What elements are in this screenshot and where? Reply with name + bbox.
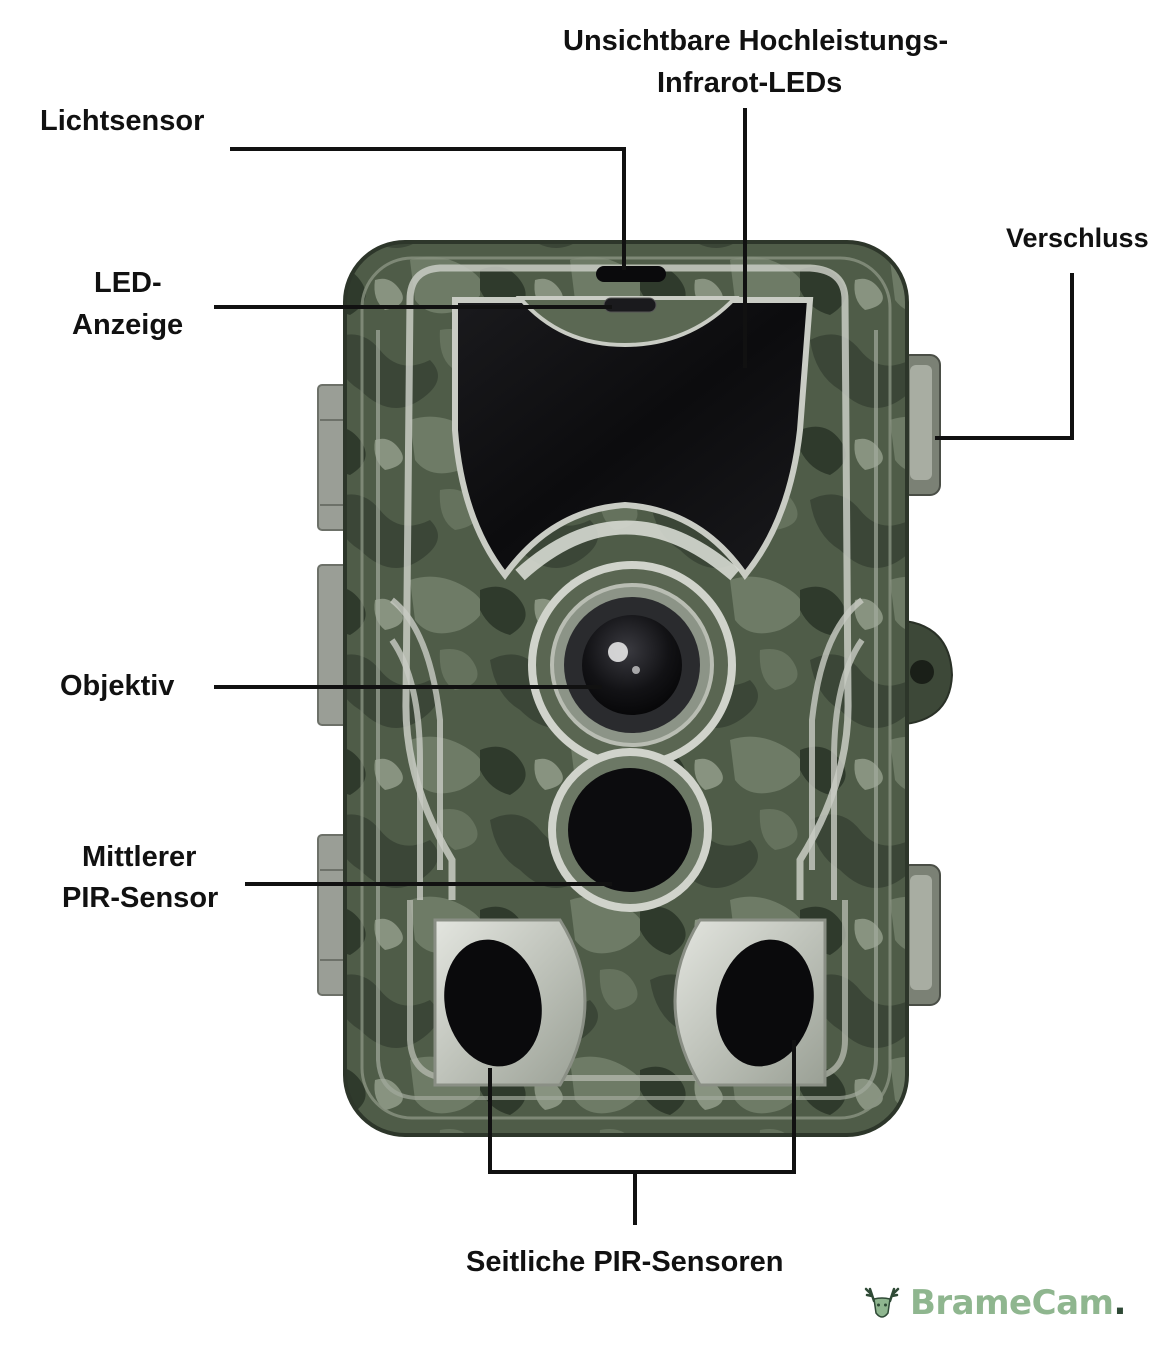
label-lichtsensor: Lichtsensor [40, 105, 205, 137]
brand-suffix: . [1113, 1283, 1126, 1323]
brand-logo: BrameCam. [862, 1278, 1126, 1328]
side-pir-sensors [433, 918, 827, 1087]
leader-lines [214, 108, 1074, 1225]
brand-name-part2: Cam [1031, 1283, 1114, 1323]
middle-pir-sensor [548, 748, 712, 912]
label-verschluss: Verschluss [1006, 223, 1149, 253]
label-seitliche-pir: Seitliche PIR-Sensoren [466, 1246, 784, 1278]
label-led-anzeige-line2: Anzeige [72, 309, 184, 341]
shutter-latch [899, 354, 941, 1006]
ir-led-window [452, 297, 814, 580]
label-led-anzeige-line1: LED- [94, 267, 162, 299]
label-mittlerer-pir-line2: PIR-Sensor [62, 882, 219, 914]
label-objektiv: Objektiv [60, 670, 175, 702]
label-mittlerer-pir-line1: Mittlerer [82, 841, 197, 873]
brand-name-part1: Brame [910, 1283, 1032, 1323]
label-ir-leds-line2: Infrarot-LEDs [657, 67, 843, 99]
label-ir-leds-line1: Unsichtbare Hochleistungs- [563, 25, 949, 57]
brand-name: BrameCam. [910, 1283, 1126, 1323]
deer-head-icon [864, 1287, 900, 1318]
light-sensor [596, 266, 666, 282]
lens [528, 561, 736, 769]
side-grooves [389, 597, 865, 900]
